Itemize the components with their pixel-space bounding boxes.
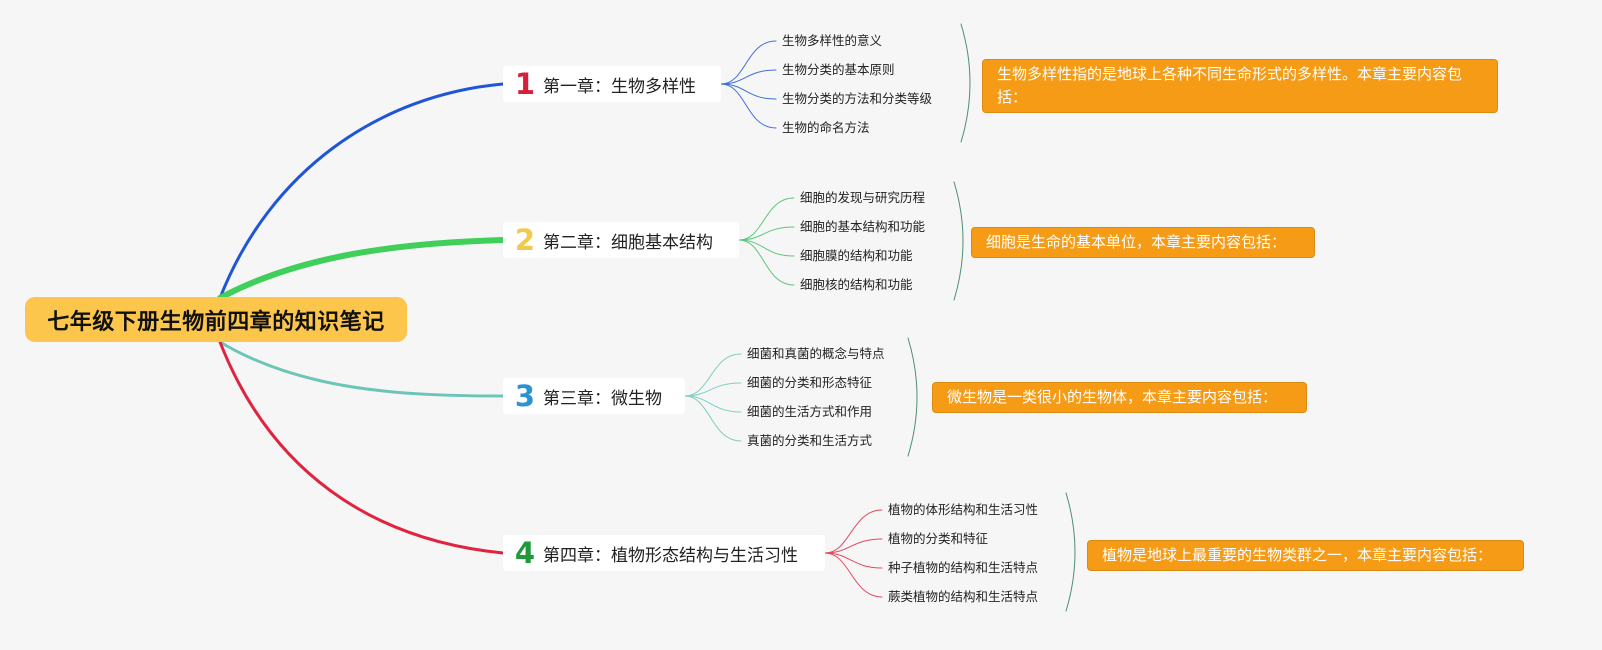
root-topic[interactable]: 七年级下册生物前四章的知识笔记 bbox=[25, 297, 407, 342]
summary-bracket bbox=[907, 337, 918, 457]
subtopic-line bbox=[738, 226, 795, 241]
chapter-node-1[interactable]: 1 第一章：生物多样性 bbox=[503, 66, 721, 102]
subtopic-line bbox=[824, 538, 883, 554]
branch-line-2 bbox=[217, 237, 506, 301]
chapter-summary-3[interactable]: 微生物是一类很小的生物体，本章主要内容包括： bbox=[932, 382, 1307, 413]
subtopic-line bbox=[720, 40, 777, 85]
subtopic-label[interactable]: 细菌的分类和形态特征 bbox=[747, 375, 873, 390]
subtopic-label[interactable]: 真菌的分类和生活方式 bbox=[747, 433, 873, 448]
chapter-title-3: 第三章：微生物 bbox=[543, 388, 662, 409]
subtopic-line bbox=[720, 83, 777, 100]
subtopic-line bbox=[684, 353, 742, 397]
subtopic-label[interactable]: 生物分类的基本原则 bbox=[782, 62, 895, 77]
subtopic-label[interactable]: 细胞的发现与研究历程 bbox=[800, 190, 926, 205]
subtopic-line bbox=[684, 382, 742, 397]
branch-line-4 bbox=[218, 340, 505, 555]
chapter-number-2: 2 bbox=[514, 223, 536, 257]
chapter-number-3: 3 bbox=[514, 379, 536, 413]
chapter-title-2: 第二章：细胞基本结构 bbox=[543, 232, 713, 253]
subtopic-line bbox=[720, 83, 777, 129]
subtopic-line bbox=[824, 552, 883, 569]
chapter-number-4: 4 bbox=[514, 536, 536, 570]
subtopic-label[interactable]: 蕨类植物的结构和生活特点 bbox=[888, 589, 1039, 604]
chapter-title-4: 第四章：植物形态结构与生活习性 bbox=[543, 545, 798, 566]
subtopic-label[interactable]: 细胞的基本结构和功能 bbox=[800, 219, 926, 234]
subtopic-line bbox=[738, 197, 795, 241]
chapter-title-1: 第一章：生物多样性 bbox=[543, 76, 696, 97]
subtopic-line bbox=[684, 395, 742, 442]
chapter-number-1: 1 bbox=[514, 67, 536, 101]
subtopic-line bbox=[738, 239, 795, 286]
subtopic-line bbox=[720, 69, 777, 85]
root-title: 七年级下册生物前四章的知识笔记 bbox=[47, 309, 385, 335]
subtopic-line bbox=[824, 509, 883, 554]
chapter-summary-4[interactable]: 植物是地球上最重要的生物类群之一，本章主要内容包括： bbox=[1087, 540, 1524, 571]
chapter-summary-2[interactable]: 细胞是生命的基本单位，本章主要内容包括： bbox=[971, 227, 1315, 258]
branch-line-1 bbox=[218, 82, 505, 300]
summary-bracket bbox=[1065, 492, 1076, 612]
subtopic-label[interactable]: 生物多样性的意义 bbox=[782, 33, 883, 48]
chapter-node-2[interactable]: 2 第二章：细胞基本结构 bbox=[503, 222, 739, 258]
chapter-node-4[interactable]: 4 第四章：植物形态结构与生活习性 bbox=[503, 535, 825, 571]
subtopic-label[interactable]: 生物分类的方法和分类等级 bbox=[782, 91, 933, 106]
chapter-summary-1[interactable]: 生物多样性指的是地球上各种不同生命形式的多样性。本章主要内容包括： bbox=[982, 59, 1498, 113]
subtopic-line bbox=[684, 395, 742, 413]
summary-bracket bbox=[960, 23, 971, 143]
subtopic-label[interactable]: 植物的体形结构和生活习性 bbox=[888, 502, 1039, 517]
subtopic-line bbox=[824, 552, 883, 598]
subtopic-line bbox=[738, 239, 795, 257]
branch-line-3 bbox=[218, 340, 505, 398]
subtopic-label[interactable]: 细菌和真菌的概念与特点 bbox=[747, 346, 885, 361]
subtopic-label[interactable]: 细菌的生活方式和作用 bbox=[747, 404, 873, 419]
subtopic-label[interactable]: 细胞核的结构和功能 bbox=[800, 277, 913, 292]
summary-bracket bbox=[953, 181, 964, 301]
subtopic-label[interactable]: 细胞膜的结构和功能 bbox=[800, 248, 913, 263]
subtopic-label[interactable]: 植物的分类和特征 bbox=[888, 531, 989, 546]
subtopic-label[interactable]: 生物的命名方法 bbox=[782, 120, 870, 135]
subtopic-label[interactable]: 种子植物的结构和生活特点 bbox=[888, 560, 1039, 575]
chapter-node-3[interactable]: 3 第三章：微生物 bbox=[503, 378, 685, 414]
